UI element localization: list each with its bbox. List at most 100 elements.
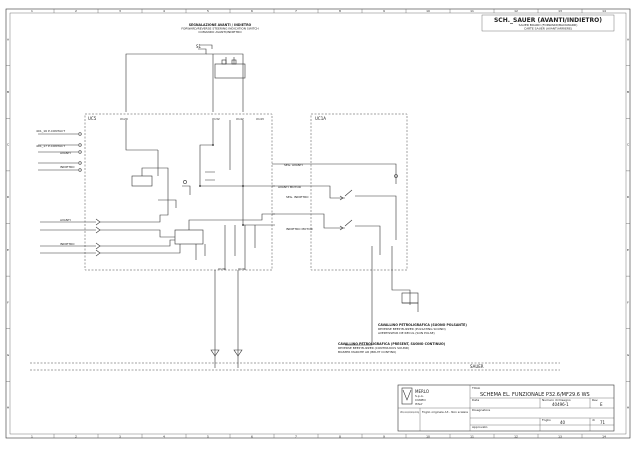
- column-mark-bottom: 3: [119, 435, 121, 439]
- paper-note: Foglio originale A3 - Non scalare: [422, 410, 468, 414]
- column-mark-top: 9: [383, 9, 385, 13]
- column-mark-top: 10: [426, 9, 430, 13]
- right-note-2: REVERSE BEEP BUZZER (PULSATING SOUND): [378, 327, 446, 331]
- column-mark-bottom: 6: [251, 435, 253, 439]
- label-numero-disegno: Numero di Disegno: [542, 398, 571, 402]
- column-mark-bottom: 8: [339, 435, 341, 439]
- column-mark-top: 4: [163, 9, 165, 13]
- column-mark-top: 2: [75, 9, 77, 13]
- uc1a-label-4: INDIETRO MOTOR: [286, 227, 313, 231]
- uc1a-label-1: SEG. AVANTI: [284, 163, 303, 167]
- row-mark-right: E: [627, 248, 629, 252]
- company-line-1: MERLO: [415, 389, 429, 394]
- row-mark-left: D: [7, 195, 10, 199]
- column-mark-bottom: 1: [31, 435, 33, 439]
- uc5-pin-6: X131: [238, 267, 246, 271]
- label-titolo: Titolo: [471, 386, 480, 390]
- drawing-inner-border: [9, 12, 627, 435]
- top-note-2: FORWARD/REVERSE STEERING INDICATION SWIT…: [181, 27, 258, 31]
- label-rev: Rev.: [592, 398, 598, 402]
- sheet-subtitle-2: CARTE SAUER (AVANT/ARRIERE): [524, 27, 572, 31]
- legal-note: La MERLO S.p.A. si riserva la proprietà …: [400, 410, 419, 414]
- label-disegnatore: Disegnatore: [472, 408, 490, 412]
- input-label-2: 401_17 P-CONTACT: [36, 144, 65, 148]
- column-mark-top: 14: [602, 9, 606, 13]
- column-mark-top: 6: [251, 9, 253, 13]
- column-mark-top: 12: [514, 9, 518, 13]
- sheet-subtitle-1: SAUER BOARD (FORWARD/BACKWARD): [519, 23, 578, 27]
- column-mark-bottom: 9: [383, 435, 385, 439]
- row-mark-right: H: [627, 406, 629, 410]
- uc5-pin-4: X143: [256, 117, 264, 121]
- column-mark-top: 3: [119, 9, 121, 13]
- bus-label: SAUER: [470, 364, 484, 369]
- uc1a-label-2: SEG. INDIETRO: [286, 195, 309, 199]
- company-line-3: CUNEO: [415, 398, 426, 402]
- row-mark-left: E: [7, 248, 9, 252]
- column-mark-bottom: 11: [470, 435, 474, 439]
- title-block: [397, 384, 615, 432]
- bottom-note-2: REVERSE BEEP BUZZER (CONTINUOUS SOUND): [338, 346, 409, 350]
- column-mark-top: 1: [31, 9, 33, 13]
- label-di: di: [592, 418, 595, 422]
- right-note-3: AVERTISSEUR DE RECUL (SON PULSE): [378, 331, 435, 335]
- bottom-note-3: BUZZER MARCHE AR (BRUIT CONTINU): [338, 350, 396, 354]
- uc5-pin-5: X130: [218, 267, 226, 271]
- row-mark-right: D: [627, 195, 630, 199]
- column-mark-bottom: 7: [295, 435, 297, 439]
- row-mark-left: F: [7, 300, 9, 304]
- row-mark-left: G: [7, 353, 10, 357]
- column-mark-bottom: 12: [514, 435, 518, 439]
- input-label-3: AVANTI: [60, 151, 71, 155]
- input-label-1: 401_16 P-CONTACT: [36, 129, 65, 133]
- column-mark-bottom: 13: [558, 435, 562, 439]
- column-mark-top: 13: [558, 9, 562, 13]
- input-label-6: INDIETRO: [60, 242, 75, 246]
- bus-wiring: [30, 270, 560, 371]
- drawing-number: 40496-1: [552, 402, 569, 407]
- row-mark-right: C: [627, 143, 629, 147]
- uc5-pin-2: X132: [212, 117, 220, 121]
- row-mark-left: B: [7, 90, 9, 94]
- column-mark-bottom: 14: [602, 435, 606, 439]
- input-label-4: INDIETRO: [60, 165, 75, 169]
- sheet-title: SCH._SAUER (AVANTI/INDIETRO): [494, 17, 602, 24]
- left-inputs: [38, 132, 106, 257]
- sheet-total: 71: [600, 420, 606, 425]
- drawing-border: [5, 8, 631, 439]
- top-note-1: SEGNALAZIONE AVANTI / INDIETRO: [189, 23, 252, 27]
- drawing-title: SCHEMA EL. FUNZIONALE P32.6/MF29.6 WS: [480, 392, 590, 398]
- row-mark-right: A: [627, 37, 630, 41]
- uc1a-label-3: AVANTI MOTOR: [278, 185, 301, 189]
- row-mark-left: C: [7, 143, 9, 147]
- company-line-2: S.p.A.: [415, 394, 424, 398]
- uc1a-module: [310, 113, 408, 271]
- column-mark-bottom: 4: [163, 435, 165, 439]
- uc1a-circuitry: [311, 163, 419, 312]
- bottom-note-1: CAVALLINO PETROLIGRAFICA (PRESENT, SUONO…: [338, 342, 446, 346]
- row-mark-right: G: [627, 353, 630, 357]
- label-foglio: Foglio: [542, 418, 551, 422]
- column-mark-top: 11: [470, 9, 474, 13]
- uc1a-label: UC1A: [315, 116, 326, 121]
- column-mark-top: 5: [207, 9, 209, 13]
- top-note-3: COMANDO AVANTI/INDIETRO: [198, 30, 242, 34]
- column-mark-top: 8: [339, 9, 341, 13]
- row-mark-left: H: [7, 406, 9, 410]
- label-approvato: Approvato: [472, 425, 488, 429]
- revision: E: [600, 402, 603, 407]
- column-mark-top: 7: [295, 9, 297, 13]
- uc5-pin-3: X142: [236, 117, 244, 121]
- sheet-number: 40: [560, 420, 566, 425]
- wire-label-s1: S1: [196, 44, 202, 49]
- label-data: Data: [472, 398, 479, 402]
- supply-wiring: [125, 44, 246, 112]
- row-mark-right: B: [627, 90, 629, 94]
- company-line-4: ITALY: [415, 402, 423, 406]
- column-mark-bottom: 10: [426, 435, 430, 439]
